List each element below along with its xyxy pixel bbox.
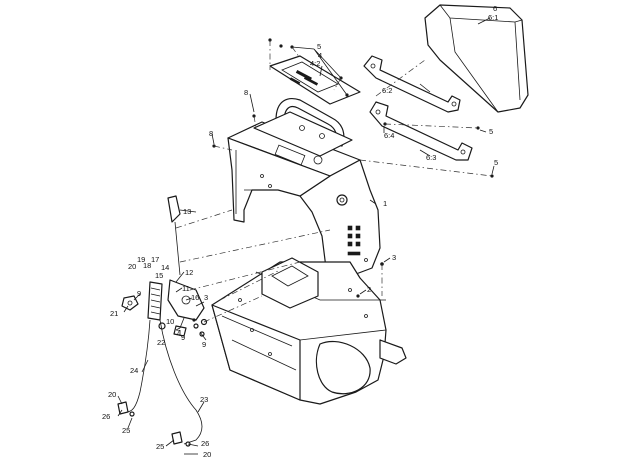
callout-20: 20 <box>203 450 211 459</box>
callout-11: 11 <box>182 284 190 293</box>
callout-4-2: 4:2 <box>310 59 320 68</box>
callout-22: 22 <box>157 338 165 347</box>
callout-6: 6 <box>493 4 497 13</box>
callout-9: 9 <box>181 333 185 342</box>
seat-bracket-upper <box>363 55 461 113</box>
cables <box>117 319 203 447</box>
callout-16: 16 <box>191 293 199 302</box>
decal-plate <box>269 55 361 105</box>
seat-cushion <box>424 4 529 113</box>
callout-8: 8 <box>244 88 248 97</box>
assembly-lines <box>175 40 493 323</box>
callout-23: 23 <box>200 395 208 404</box>
callout-8: 8 <box>209 129 213 138</box>
chassis <box>211 257 407 405</box>
callout-12: 12 <box>185 268 193 277</box>
callout-6-3: 6:3 <box>426 153 436 162</box>
callout-24: 24 <box>130 366 138 375</box>
callout-7: 7 <box>176 328 180 337</box>
leader-lines <box>117 17 495 455</box>
callout-26: 26 <box>201 439 209 448</box>
callout-21: 21 <box>110 309 118 318</box>
seat-bracket-lower <box>369 101 473 161</box>
lever-linkage <box>121 279 208 337</box>
callout-15: 15 <box>155 271 163 280</box>
callout-5: 5 <box>317 42 321 51</box>
callout-20: 20 <box>128 262 136 271</box>
callout-10: 10 <box>166 317 174 326</box>
callout-25: 25 <box>156 442 164 451</box>
control-lever <box>167 195 181 276</box>
callout-19: 19 <box>137 255 145 264</box>
callout-14: 14 <box>161 263 169 272</box>
cowl-frame <box>227 98 381 281</box>
callout-1: 1 <box>383 199 387 208</box>
callout-6-1: 6:1 <box>488 13 498 22</box>
callout-3: 3 <box>204 293 208 302</box>
callout-17: 17 <box>151 255 159 264</box>
callout-6-4: 6:4 <box>384 131 394 140</box>
callout-9: 9 <box>202 340 206 349</box>
callout-25: 25 <box>122 426 130 435</box>
callout-13: 13 <box>183 207 191 216</box>
callout-2: 2 <box>367 285 371 294</box>
callout-9: 9 <box>137 289 141 298</box>
callout-20: 20 <box>108 390 116 399</box>
callout-3: 3 <box>392 253 396 262</box>
callout-4: 4 <box>318 51 322 60</box>
callout-5: 5 <box>494 158 498 167</box>
callout-18: 18 <box>143 261 151 270</box>
callout-6-2: 6:2 <box>382 86 392 95</box>
callout-26: 26 <box>102 412 110 421</box>
callout-labels: 1 2 3 3 4 4:2 5 5 5 6 6:1 6:2 6:3 6:4 7 … <box>102 4 498 459</box>
callout-5: 5 <box>489 127 493 136</box>
